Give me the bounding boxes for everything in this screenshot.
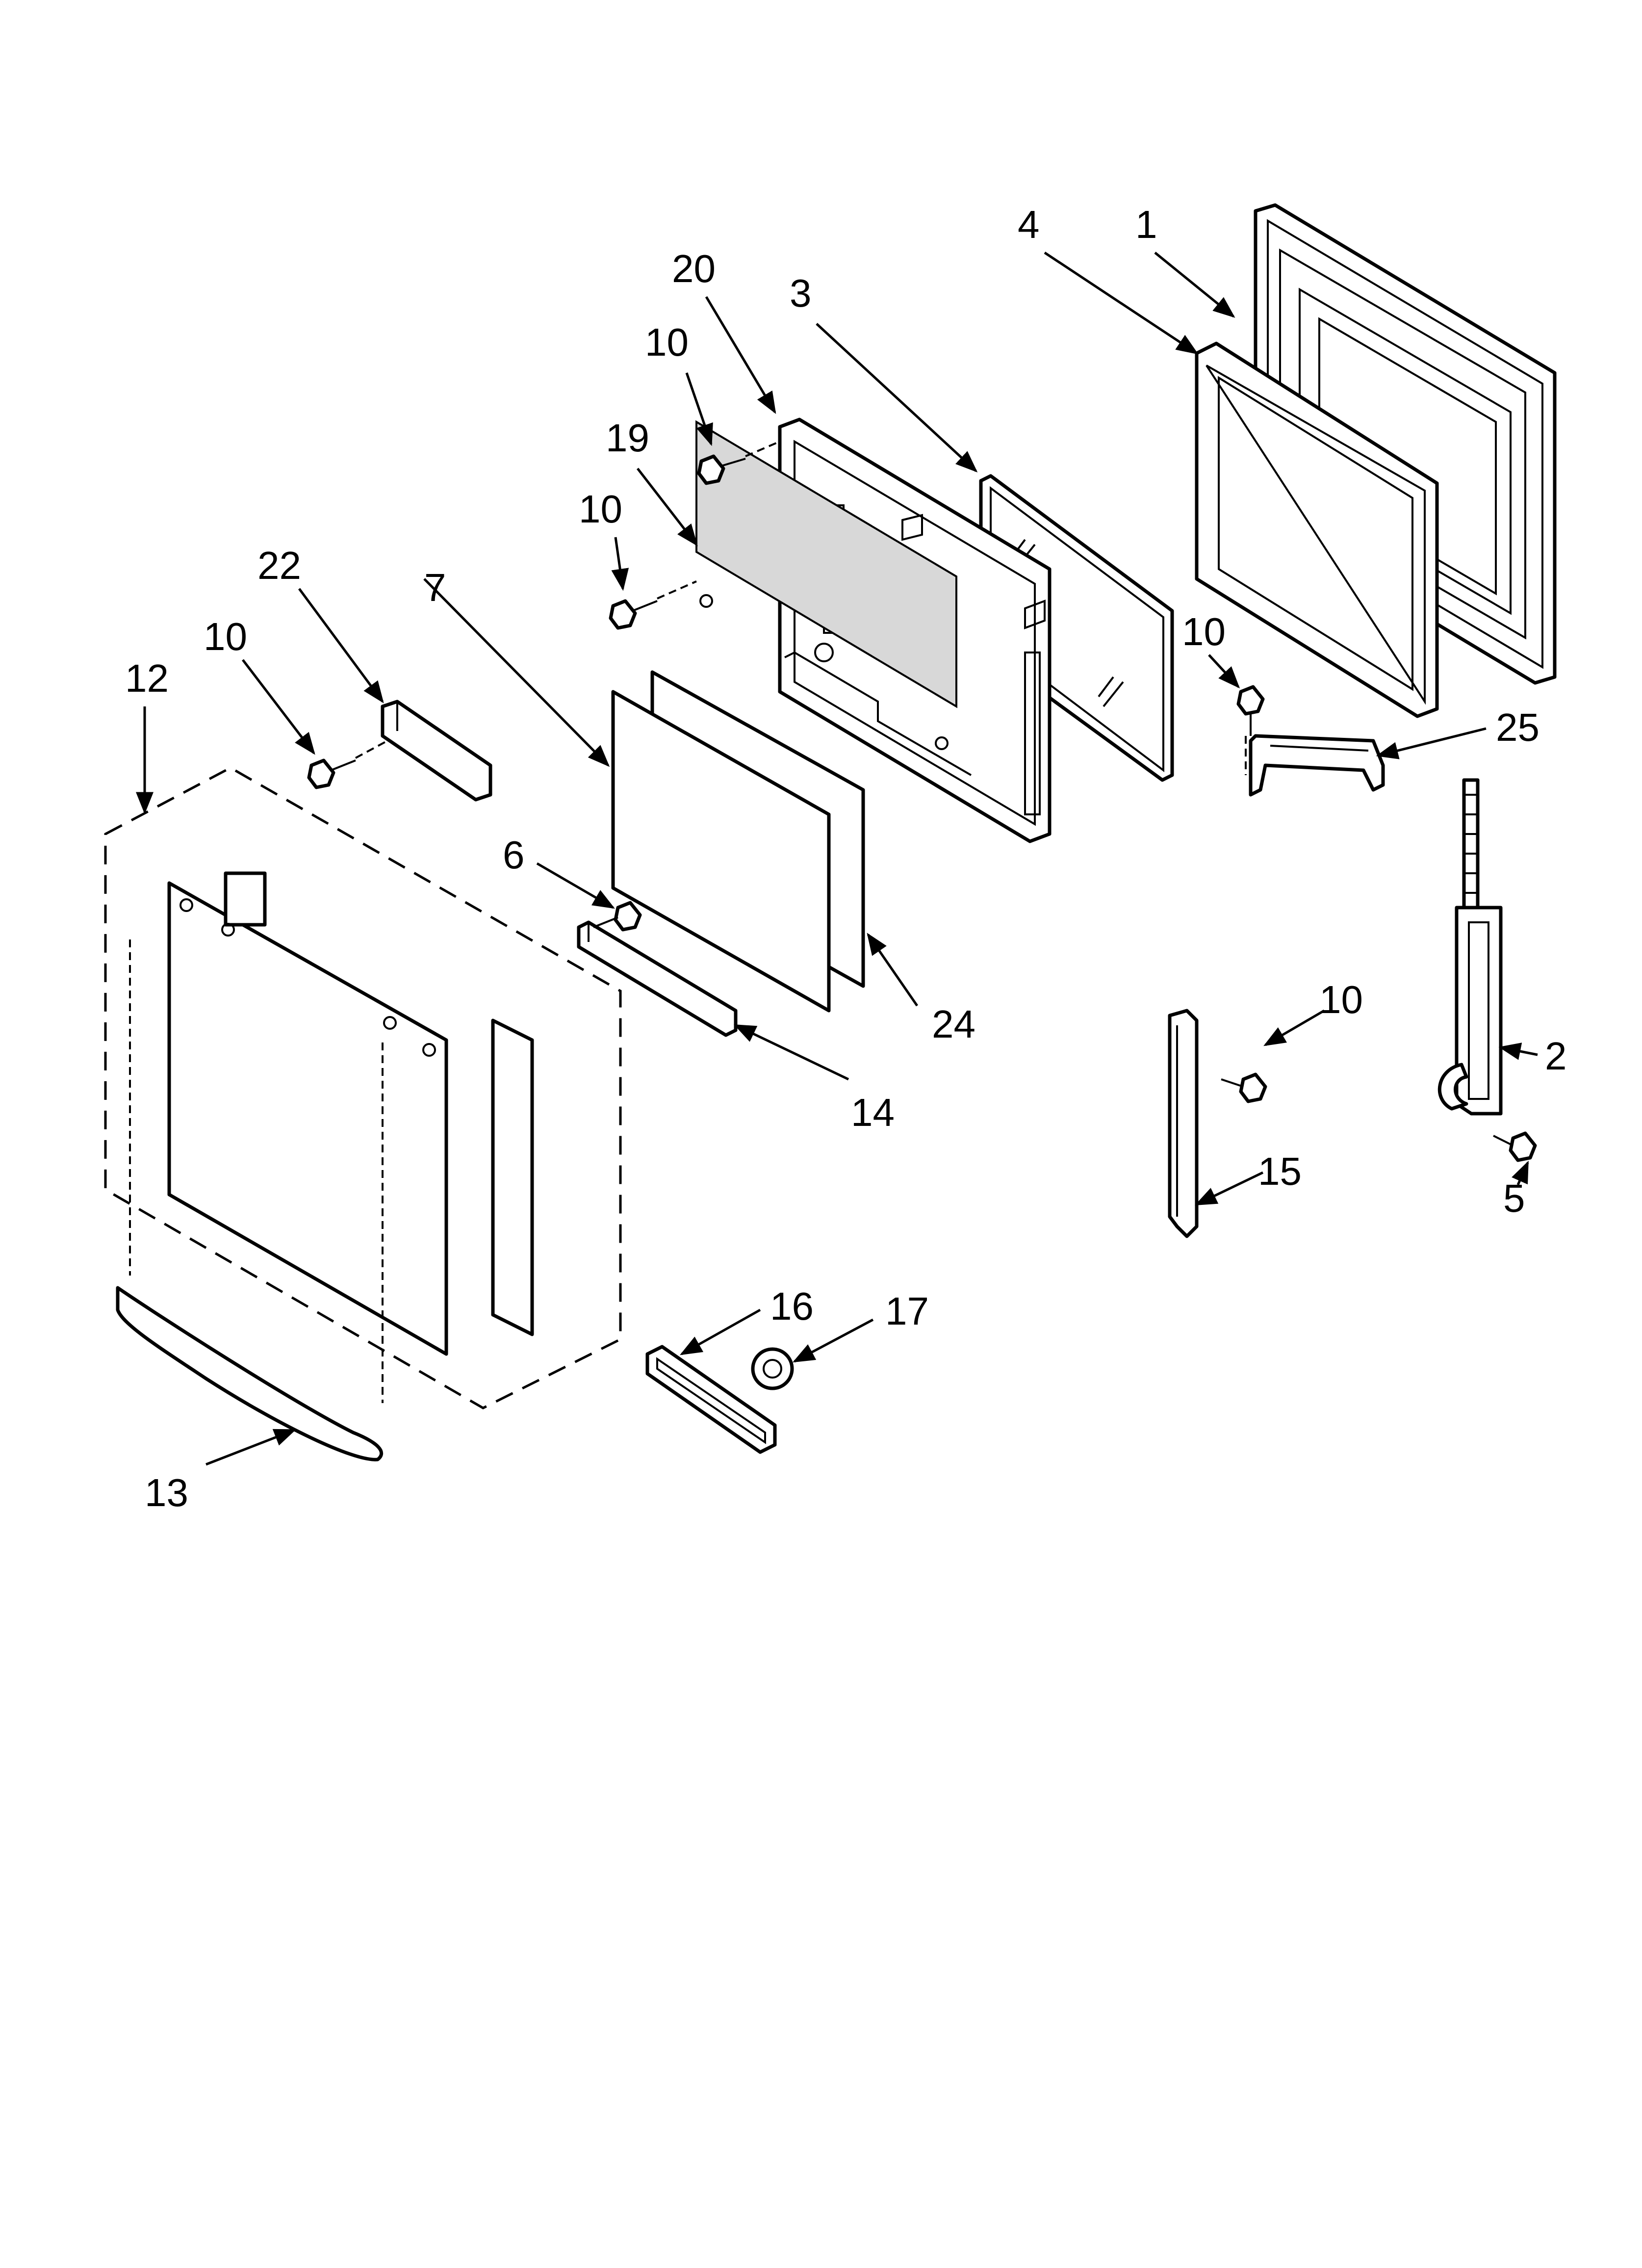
- part-25-hinge-bracket: [1249, 734, 1385, 797]
- leader-lines: [136, 251, 1538, 1466]
- callout-13: 13: [145, 1471, 188, 1514]
- callout-17: 17: [885, 1289, 929, 1333]
- callout-1: 1: [1135, 203, 1157, 246]
- callout-3: 3: [790, 271, 812, 315]
- callout-10-right: 10: [1182, 610, 1226, 653]
- callout-10-mid: 10: [579, 487, 622, 531]
- screw-10-left: [307, 740, 388, 789]
- part-2-hinge: [1437, 778, 1503, 1116]
- callout-20: 20: [672, 247, 716, 290]
- screw-10-right: [1236, 685, 1265, 775]
- callout-16: 16: [770, 1284, 814, 1328]
- callout-10-left: 10: [204, 615, 247, 658]
- part-15-hinge-receptacle: [1168, 1009, 1199, 1238]
- screw-10-hinge: [1221, 1072, 1267, 1103]
- callout-25: 25: [1496, 705, 1539, 749]
- callout-14: 14: [851, 1091, 895, 1134]
- part-13-handle: [116, 1286, 384, 1461]
- part-17-bushing: [751, 1347, 794, 1390]
- callout-22: 22: [257, 544, 301, 587]
- screw-5: [1493, 1131, 1537, 1162]
- callout-labels: 1 2 3 4 5 6 7 10 10 10 10 10 12 13 14 15…: [125, 203, 1567, 1514]
- callout-10-upper: 10: [645, 320, 689, 364]
- callout-6: 6: [503, 833, 525, 877]
- callout-24: 24: [932, 1002, 975, 1046]
- callout-19: 19: [606, 416, 649, 460]
- screw-10-upper: [697, 441, 780, 485]
- part-7-glass-panel: [611, 690, 831, 1013]
- screw-6: [593, 901, 642, 932]
- part-22-bracket: [381, 700, 492, 802]
- callout-10-hinge: 10: [1319, 978, 1363, 1021]
- callout-7: 7: [424, 566, 446, 609]
- part-4-door-gasket: [1195, 341, 1439, 718]
- callout-4: 4: [1018, 203, 1040, 246]
- callout-15: 15: [1258, 1149, 1302, 1193]
- callout-12: 12: [125, 656, 169, 700]
- part-12-outer-door-assembly: [104, 766, 622, 1409]
- part-1-outer-door-frame: [1254, 203, 1557, 685]
- callout-5: 5: [1503, 1176, 1525, 1220]
- part-19-shield-plate: [695, 420, 972, 776]
- screw-10-mid: [609, 580, 697, 630]
- callout-2: 2: [1545, 1034, 1567, 1078]
- part-16-window-trim: [645, 1345, 777, 1454]
